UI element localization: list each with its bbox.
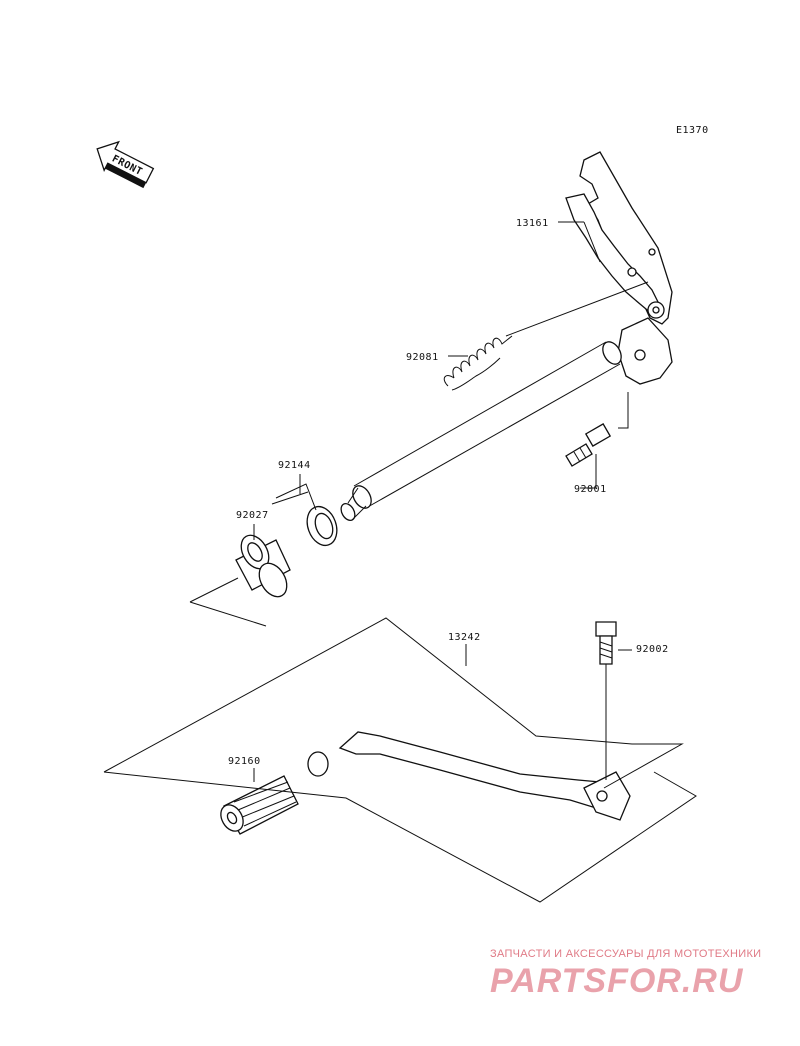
shaft-group-outline: [189, 577, 267, 627]
shift-pedal-part: [307, 731, 631, 821]
pedal-rubber-part: [220, 775, 299, 835]
pedal-group-outline: [103, 617, 697, 903]
pinch-bolt-part: [595, 621, 617, 665]
return-spring-part: [443, 335, 513, 391]
leader-92001: [580, 392, 629, 489]
oil-seal-part: [235, 534, 291, 598]
part-number-13161: 13161: [516, 218, 549, 229]
leader-92002: [605, 649, 632, 780]
diagram-code: E1370: [676, 125, 709, 136]
part-number-92002: 92002: [636, 644, 669, 655]
shift-shaft-part: [340, 341, 622, 522]
part-number-92027: 92027: [236, 510, 269, 521]
front-arrow-icon: FRONT: [96, 140, 155, 189]
leader-13161: [558, 221, 601, 263]
watermark-logo: PARTSFOR.RU: [490, 962, 744, 1000]
part-number-92001: 92001: [574, 484, 607, 495]
part-number-92144: 92144: [278, 460, 311, 471]
stopper-bolt-part: [565, 423, 612, 467]
leader-92081: [448, 281, 649, 357]
watermark-tagline: ЗАПЧАСТИ И АКСЕССУАРЫ ДЛЯ МОТОТЕХНИКИ: [490, 948, 762, 960]
part-number-92081: 92081: [406, 352, 439, 363]
torsion-spring-part: [271, 483, 338, 547]
part-number-13242: 13242: [448, 632, 481, 643]
shift-arm-part: [565, 151, 673, 385]
part-number-92160: 92160: [228, 756, 261, 767]
